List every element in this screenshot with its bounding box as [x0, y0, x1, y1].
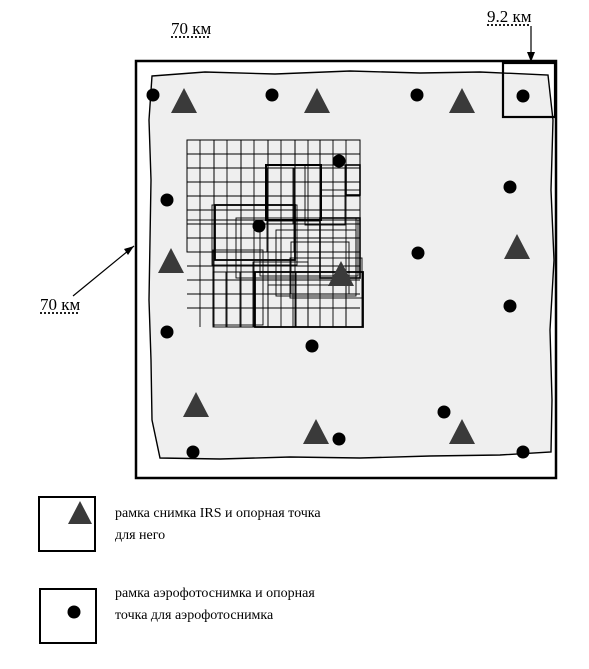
aerial-reference-dot — [332, 154, 346, 168]
highlighted-frame — [254, 271, 364, 328]
aerial-reference-dot — [503, 180, 517, 194]
legend-irs-text-line2: для него — [115, 528, 166, 543]
arrow-top-right — [527, 26, 535, 62]
aerial-reference-dot — [516, 445, 530, 459]
aerial-reference-dot — [503, 299, 517, 313]
aerial-reference-dot — [252, 219, 266, 233]
aerial-reference-dot — [516, 89, 530, 103]
aerial-reference-dot — [411, 246, 425, 260]
aerial-reference-dot — [160, 193, 174, 207]
irs-image-frame — [275, 229, 357, 297]
highlighted-frame — [265, 164, 322, 221]
aerial-reference-dot — [186, 445, 200, 459]
aerial-photo-frame — [501, 61, 557, 119]
height-label: 70 км — [40, 295, 81, 314]
irs-image-frame — [304, 164, 346, 226]
aerial-reference-dot — [146, 88, 160, 102]
legend-aerial-text-line2: точка для аэрофотоснимка — [115, 608, 274, 623]
irs-reference-triangle — [504, 234, 530, 259]
aerial-reference-dot — [437, 405, 451, 419]
irs-image-frame — [289, 257, 363, 299]
legend-aerial-frame — [39, 588, 97, 644]
irs-reference-triangle — [171, 88, 197, 113]
irs-reference-triangle — [303, 419, 329, 444]
aerial-frame-size-label: 9.2 км — [487, 7, 532, 26]
irs-reference-triangle — [328, 261, 354, 286]
dot-icon — [67, 605, 81, 619]
triangle-icon — [68, 501, 92, 524]
legend-irs-text-line1: рамка снимка IRS и опорная точка — [115, 506, 321, 521]
width-label: 70 км — [171, 19, 212, 38]
coverage-area — [148, 70, 555, 460]
irs-image-frame — [212, 249, 264, 326]
irs-reference-triangle — [304, 88, 330, 113]
legend-irs-text: рамка снимка IRS и опорная точка для нег… — [115, 503, 321, 547]
highlighted-frame — [214, 204, 296, 261]
legend-aerial-text-line1: рамка аэрофотоснимка и опорная — [115, 586, 315, 601]
aerial-reference-dot — [265, 88, 279, 102]
aerial-reference-dot — [410, 88, 424, 102]
irs-reference-triangle — [449, 88, 475, 113]
irs-reference-triangle — [449, 419, 475, 444]
legend-irs-frame — [38, 496, 96, 552]
legend-aerial-text: рамка аэрофотоснимка и опорная точка для… — [115, 583, 315, 627]
aerial-reference-dot — [305, 339, 319, 353]
irs-reference-triangle — [158, 248, 184, 273]
highlighted-frame — [345, 164, 361, 196]
arrow-left — [72, 245, 135, 297]
aerial-reference-dot — [332, 432, 346, 446]
irs-reference-triangle — [183, 392, 209, 417]
aerial-reference-dot — [160, 325, 174, 339]
overlapping-frames-grid — [186, 139, 364, 328]
